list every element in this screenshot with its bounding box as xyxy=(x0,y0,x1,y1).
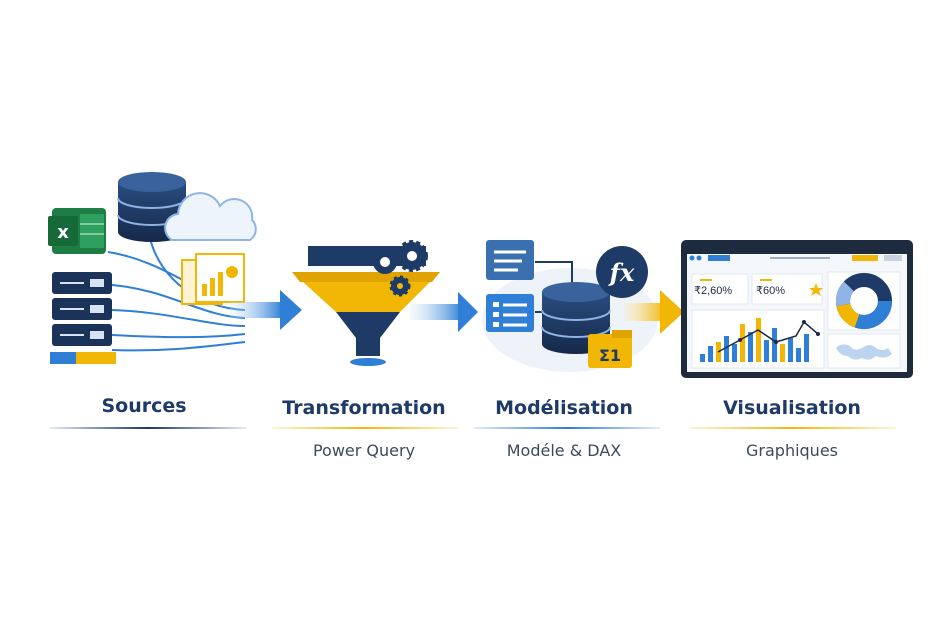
cloud-icon xyxy=(164,192,257,241)
stage-title-transformation: Transformation xyxy=(282,397,446,419)
stage-title-visualisation: Visualisation xyxy=(723,397,861,419)
fx-icon: fx xyxy=(596,246,648,298)
stage-subtitle-modelisation: Modéle & DAX xyxy=(506,441,622,460)
excel-icon: x xyxy=(48,208,106,254)
list-card-icon xyxy=(486,294,534,332)
stage-rule-visualisation xyxy=(690,427,896,429)
stage-title-sources: Sources xyxy=(101,395,187,417)
stage-rule-transformation xyxy=(272,427,458,429)
bar-line-chart xyxy=(691,309,825,369)
svg-text:x: x xyxy=(57,222,69,243)
kpi-value-2: ₹60% xyxy=(756,285,786,297)
flow-arrow-1 xyxy=(230,290,302,330)
stage-subtitle-visualisation: Graphiques xyxy=(746,441,838,460)
svg-text:fx: fx xyxy=(608,258,635,287)
flow-arrow-2 xyxy=(410,292,478,332)
stage-rule-sources xyxy=(50,427,246,429)
kpi-card-1 xyxy=(691,273,749,305)
flow-arrow-3 xyxy=(624,290,684,334)
table-card-icon xyxy=(486,240,534,280)
svg-text:Σ1: Σ1 xyxy=(599,346,621,365)
stage-subtitle-transformation: Power Query xyxy=(312,441,416,460)
map-widget xyxy=(827,333,901,369)
star-icon xyxy=(809,283,823,296)
donut-chart xyxy=(827,271,901,331)
kpi-card-2 xyxy=(751,273,823,305)
kpi-value-1: ₹2,60% xyxy=(694,285,733,297)
server-stack-icon xyxy=(50,272,116,364)
stage-title-modelisation: Modélisation xyxy=(495,397,633,419)
report-icon xyxy=(181,253,245,305)
stage-rule-modelisation xyxy=(474,427,660,429)
measure-tag-icon: Σ1 xyxy=(588,330,632,368)
gear-icon xyxy=(373,240,428,297)
